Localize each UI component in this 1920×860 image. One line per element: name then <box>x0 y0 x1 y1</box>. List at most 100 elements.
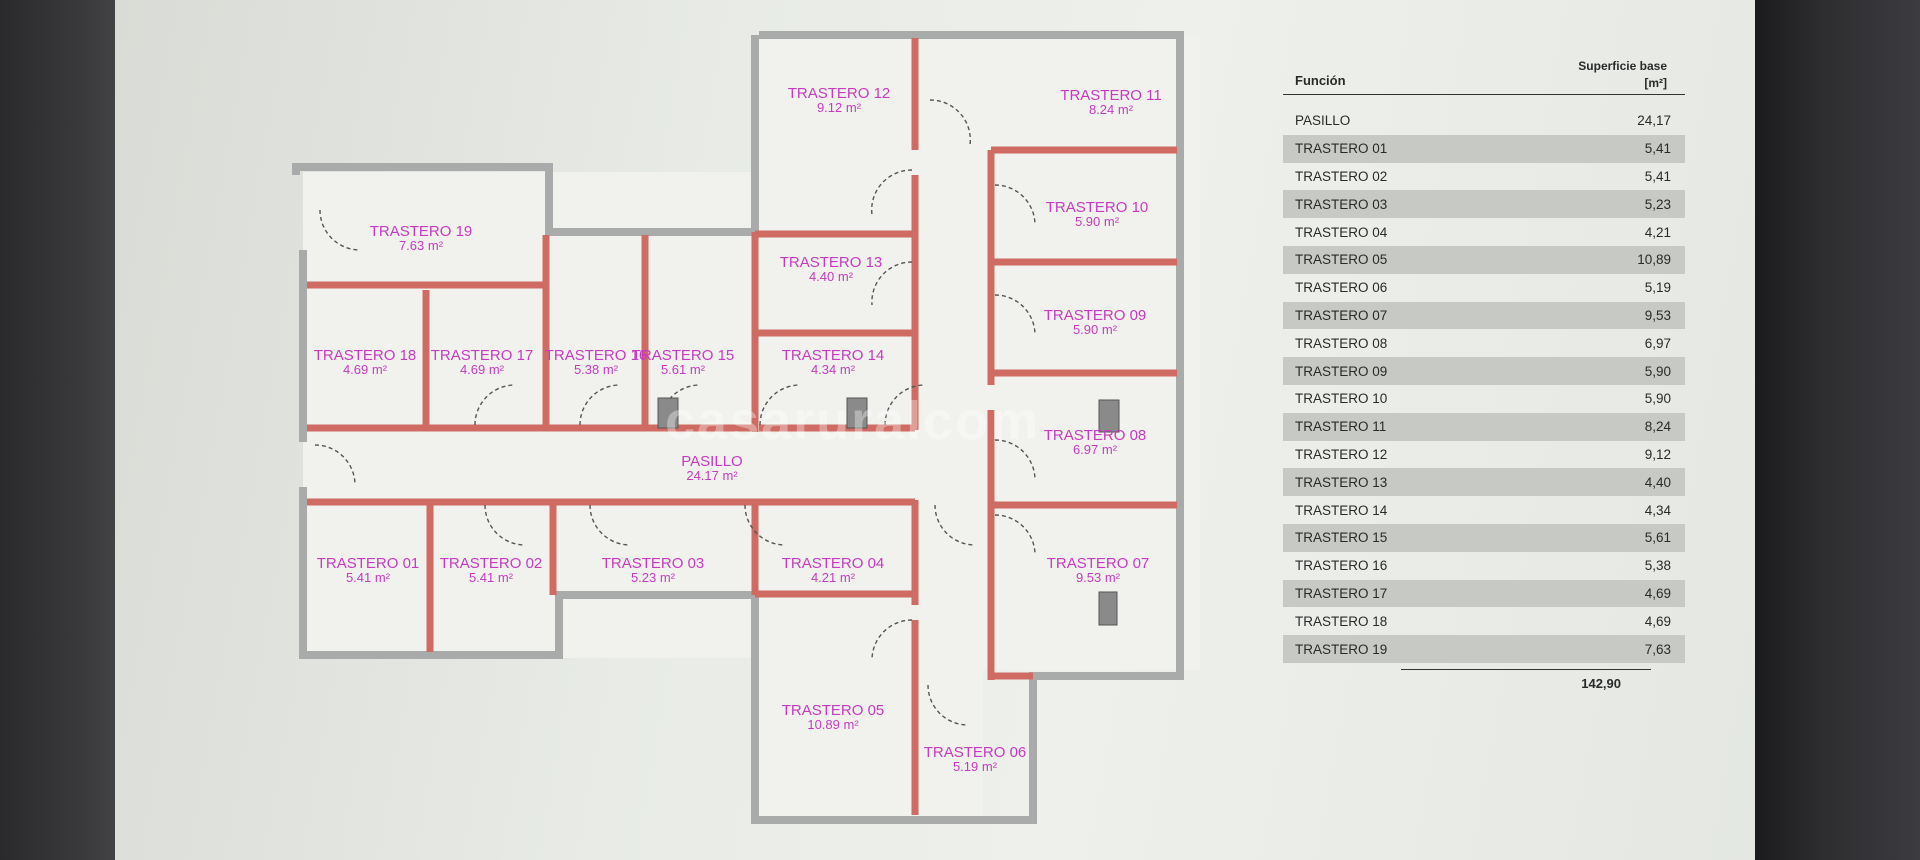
room-name: TRASTERO 06 <box>924 744 1027 761</box>
table-row: TRASTERO 18 4,69 <box>1283 607 1685 635</box>
row-function: TRASTERO 18 <box>1295 613 1388 629</box>
room-area: 9.12 m² <box>817 100 862 115</box>
row-area: 24,17 <box>1637 113 1671 129</box>
room-name: TRASTERO 15 <box>632 347 735 364</box>
row-function: TRASTERO 04 <box>1295 224 1388 240</box>
room-name: TRASTERO 12 <box>788 85 891 102</box>
table-row: TRASTERO 04 4,21 <box>1283 218 1685 246</box>
row-function: TRASTERO 06 <box>1295 280 1388 296</box>
row-area: 5,19 <box>1644 280 1671 296</box>
row-function: TRASTERO 12 <box>1295 446 1388 462</box>
table-row: TRASTERO 16 5,38 <box>1283 552 1685 580</box>
room-area: 10.89 m² <box>807 717 859 732</box>
room-name: TRASTERO 04 <box>782 555 885 572</box>
row-function: PASILLO <box>1295 113 1351 129</box>
row-area: 4,69 <box>1644 613 1671 629</box>
room-area: 5.38 m² <box>574 362 619 377</box>
room-area: 5.41 m² <box>469 570 514 585</box>
table-row: PASILLO 24,17 <box>1283 107 1685 135</box>
row-function: TRASTERO 13 <box>1295 474 1388 490</box>
floor-fill <box>303 36 1200 820</box>
room-area: 4.34 m² <box>811 362 856 377</box>
row-function: TRASTERO 08 <box>1295 335 1388 351</box>
door-swings <box>314 99 1036 726</box>
row-area: 10,89 <box>1637 252 1671 268</box>
room-area: 4.69 m² <box>343 362 388 377</box>
room-area: 9.53 m² <box>1076 570 1121 585</box>
row-area: 5,41 <box>1644 168 1671 184</box>
room-name: TRASTERO 07 <box>1047 555 1150 572</box>
room-area: 5.61 m² <box>661 362 706 377</box>
ventilation-shafts <box>657 397 1120 626</box>
room-name: TRASTERO 13 <box>780 254 883 271</box>
room-name: TRASTERO 14 <box>782 347 885 364</box>
table-row: TRASTERO 03 5,23 <box>1283 190 1685 219</box>
row-area: 5,61 <box>1644 530 1671 546</box>
table-row: TRASTERO 12 9,12 <box>1283 441 1685 469</box>
row-function: TRASTERO 14 <box>1295 502 1388 518</box>
row-area: 4,21 <box>1644 224 1671 240</box>
row-function: TRASTERO 02 <box>1295 168 1388 184</box>
room-name: TRASTERO 16 <box>545 347 648 364</box>
room-area: 5.41 m² <box>346 570 391 585</box>
row-function: TRASTERO 07 <box>1295 307 1388 323</box>
room-area: 5.90 m² <box>1073 322 1118 337</box>
watermark: casaruralcom <box>665 391 1041 451</box>
room-name: TRASTERO 19 <box>370 223 473 240</box>
table-row: TRASTERO 07 9,53 <box>1283 301 1685 330</box>
room-name: TRASTERO 11 <box>1060 87 1161 104</box>
row-area: 8,24 <box>1644 419 1671 435</box>
room-name: TRASTERO 03 <box>602 555 705 572</box>
room-area: 5.19 m² <box>953 759 998 774</box>
table-row: TRASTERO 14 4,34 <box>1283 496 1685 524</box>
header-function: Función <box>1295 73 1346 88</box>
row-function: TRASTERO 19 <box>1295 641 1388 657</box>
row-area: 4,40 <box>1644 474 1671 490</box>
table-row: TRASTERO 19 7,63 <box>1283 635 1685 663</box>
row-function: TRASTERO 03 <box>1295 196 1388 212</box>
row-area: 5,90 <box>1644 363 1671 379</box>
table-row: TRASTERO 08 6,97 <box>1283 329 1685 357</box>
row-area: 4,34 <box>1644 502 1671 518</box>
row-area: 5,38 <box>1644 558 1671 574</box>
room-area: 5.23 m² <box>631 570 676 585</box>
table-row: TRASTERO 13 4,40 <box>1283 468 1685 497</box>
row-function: TRASTERO 10 <box>1295 391 1388 407</box>
row-area: 4,69 <box>1644 585 1671 601</box>
row-function: TRASTERO 16 <box>1295 558 1388 574</box>
room-area: 5.90 m² <box>1075 214 1120 229</box>
room-name: TRASTERO 08 <box>1044 427 1147 444</box>
room-area: 24.17 m² <box>686 468 738 483</box>
row-area: 9,12 <box>1644 446 1671 462</box>
room-name: TRASTERO 02 <box>440 555 543 572</box>
table-row: TRASTERO 02 5,41 <box>1283 163 1685 191</box>
row-area: 6,97 <box>1644 335 1671 351</box>
room-area: 4.40 m² <box>809 269 854 284</box>
room-name: TRASTERO 18 <box>314 347 417 364</box>
row-area: 5,41 <box>1644 141 1671 157</box>
row-function: TRASTERO 05 <box>1295 252 1388 268</box>
table-row: TRASTERO 05 10,89 <box>1283 245 1685 274</box>
table-row: TRASTERO 06 5,19 <box>1283 274 1685 302</box>
row-area: 7,63 <box>1644 641 1671 657</box>
row-area: 9,53 <box>1644 307 1671 323</box>
room-area: 4.69 m² <box>460 362 505 377</box>
room-area: 4.21 m² <box>811 570 856 585</box>
room-name: TRASTERO 10 <box>1046 199 1149 216</box>
table-row: TRASTERO 15 5,61 <box>1283 523 1685 552</box>
room-area: 7.63 m² <box>399 238 444 253</box>
room-name: TRASTERO 01 <box>317 555 420 572</box>
row-function: TRASTERO 15 <box>1295 530 1388 546</box>
row-area: 5,23 <box>1644 196 1671 212</box>
monitor-bezel-right <box>1755 0 1920 860</box>
